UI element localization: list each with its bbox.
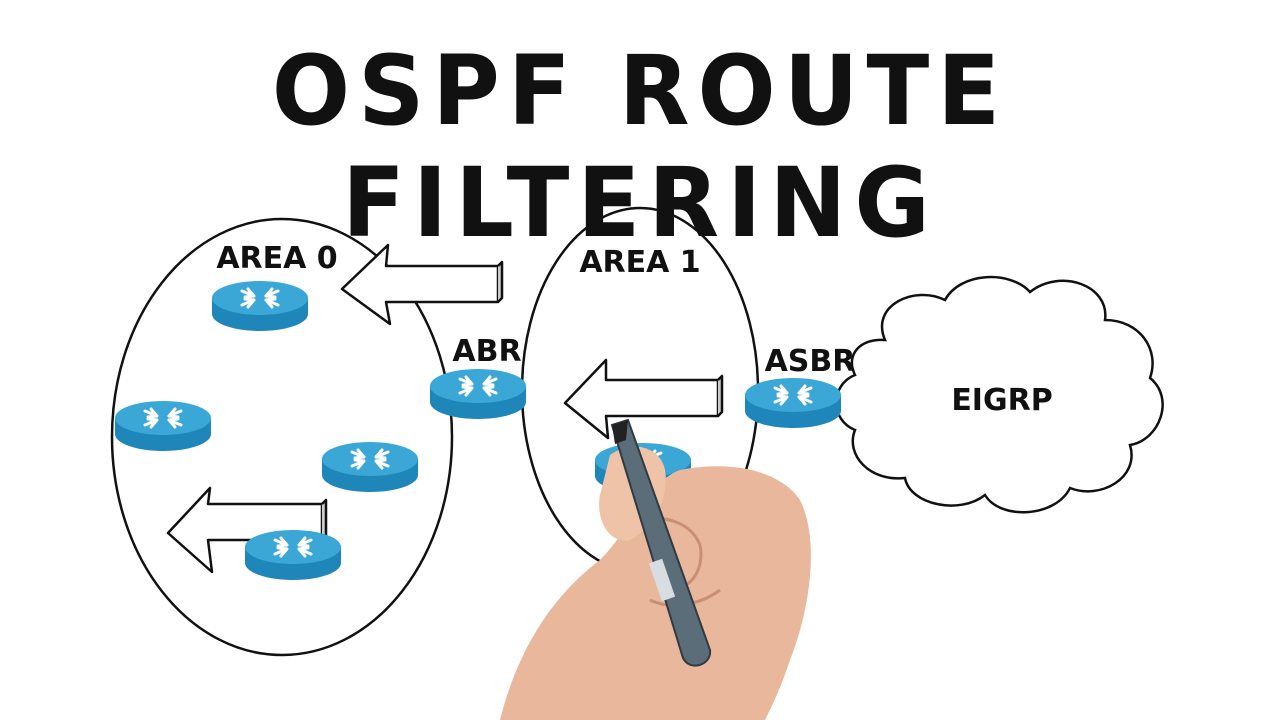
router-icon — [113, 399, 213, 453]
router-icon-asbr — [743, 376, 843, 430]
router-icon — [210, 279, 310, 333]
router-icon — [320, 440, 420, 494]
router-icon — [243, 528, 343, 582]
arrow-icon — [340, 243, 504, 326]
hand-icon — [500, 446, 811, 720]
arrow-icon — [563, 358, 724, 440]
area1-label: AREA 1 — [579, 245, 700, 280]
marker-icon — [610, 418, 712, 667]
eigrp-label: EIGRP — [951, 383, 1052, 418]
page-title: OSPF ROUTE FILTERING — [271, 34, 1009, 260]
arrow-icon — [166, 486, 328, 574]
asbr-label: ASBR — [765, 344, 856, 379]
area0-label: AREA 0 — [216, 241, 337, 276]
area0-oval — [110, 217, 454, 657]
router-icon-abr — [428, 367, 528, 421]
abr-label: ABR — [452, 334, 521, 369]
cloud-icon — [835, 275, 1164, 514]
